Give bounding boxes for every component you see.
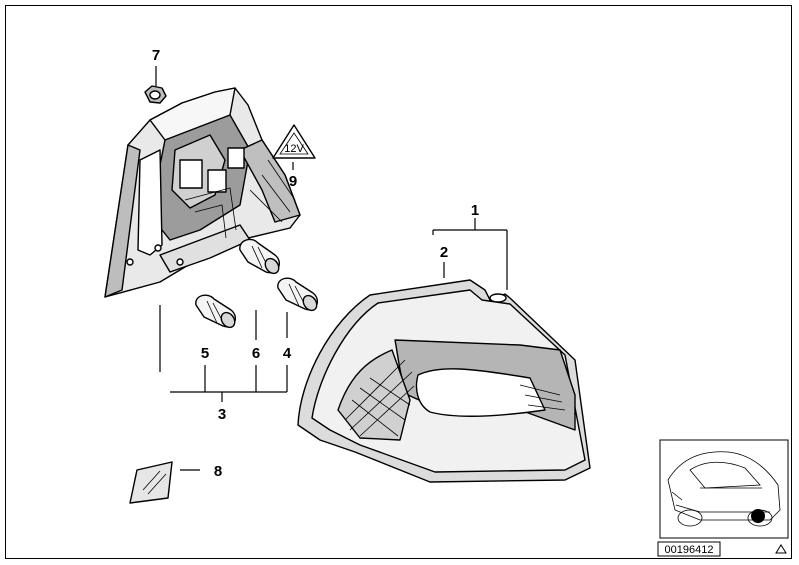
callout-9: 9 [289, 173, 297, 190]
nut-part [144, 85, 167, 104]
callout-5: 5 [201, 345, 209, 362]
car-locator-icon [659, 439, 789, 539]
callout-4: 4 [283, 345, 292, 362]
callouts: 7 9 1 2 5 6 4 3 8 [152, 47, 479, 480]
bulb-5 [195, 294, 237, 329]
callout-7: 7 [152, 47, 160, 64]
callout-3: 3 [218, 406, 226, 423]
callout-6: 6 [252, 345, 260, 362]
leader-lines [155, 66, 508, 471]
reference-code: 00196412 [657, 541, 721, 557]
warning-label-text: 12V [284, 143, 304, 155]
bulb-6 [239, 238, 280, 275]
bulb-carrier [104, 87, 301, 298]
warning-label-part: 12V [272, 124, 316, 159]
triangle-icon [775, 544, 787, 554]
bulb-4 [277, 277, 319, 312]
callout-8: 8 [214, 463, 222, 480]
adhesive-pad-part [129, 461, 173, 504]
callout-2: 2 [440, 244, 448, 261]
reference-code-text: 00196412 [665, 544, 714, 556]
tail-light-part [297, 279, 591, 483]
diagram-border [5, 5, 792, 559]
callout-1: 1 [471, 202, 479, 219]
